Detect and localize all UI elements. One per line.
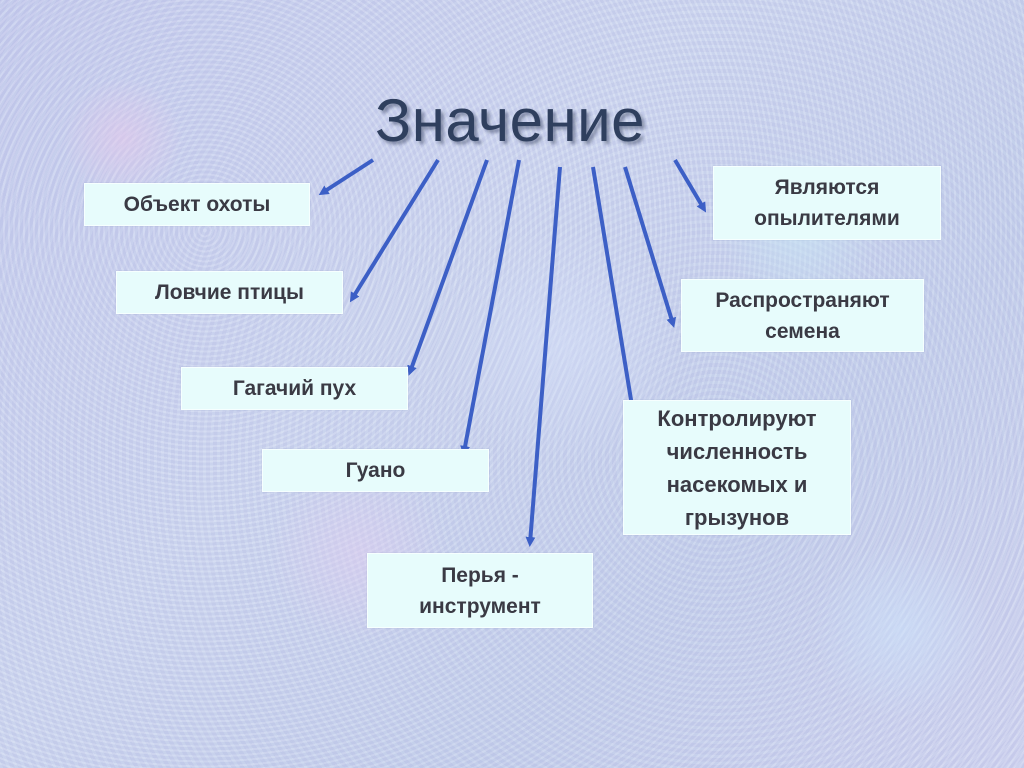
node-hunting-object: Объект охоты: [84, 183, 310, 226]
arrow-2: [349, 158, 440, 303]
arrow-1: [318, 158, 375, 196]
arrow-3: [407, 159, 489, 376]
node-feathers-tool: Перья - инструмент: [367, 553, 593, 628]
node-pest-control: Контролируют численность насекомых и гры…: [623, 400, 851, 535]
arrow-4: [460, 159, 521, 456]
arrow-8: [673, 158, 707, 213]
node-hunting-birds: Ловчие птицы: [116, 271, 343, 314]
node-seed-dispersal: Распространяют семена: [681, 279, 924, 352]
node-guano: Гуано: [262, 449, 489, 492]
diagram-title: Значение: [374, 87, 646, 154]
node-pollinators: Являются опылителями: [713, 166, 941, 240]
arrow-7: [623, 166, 677, 328]
arrow-6: [591, 166, 637, 416]
node-eider-down: Гагачий пух: [181, 367, 408, 410]
arrow-5: [525, 166, 562, 547]
